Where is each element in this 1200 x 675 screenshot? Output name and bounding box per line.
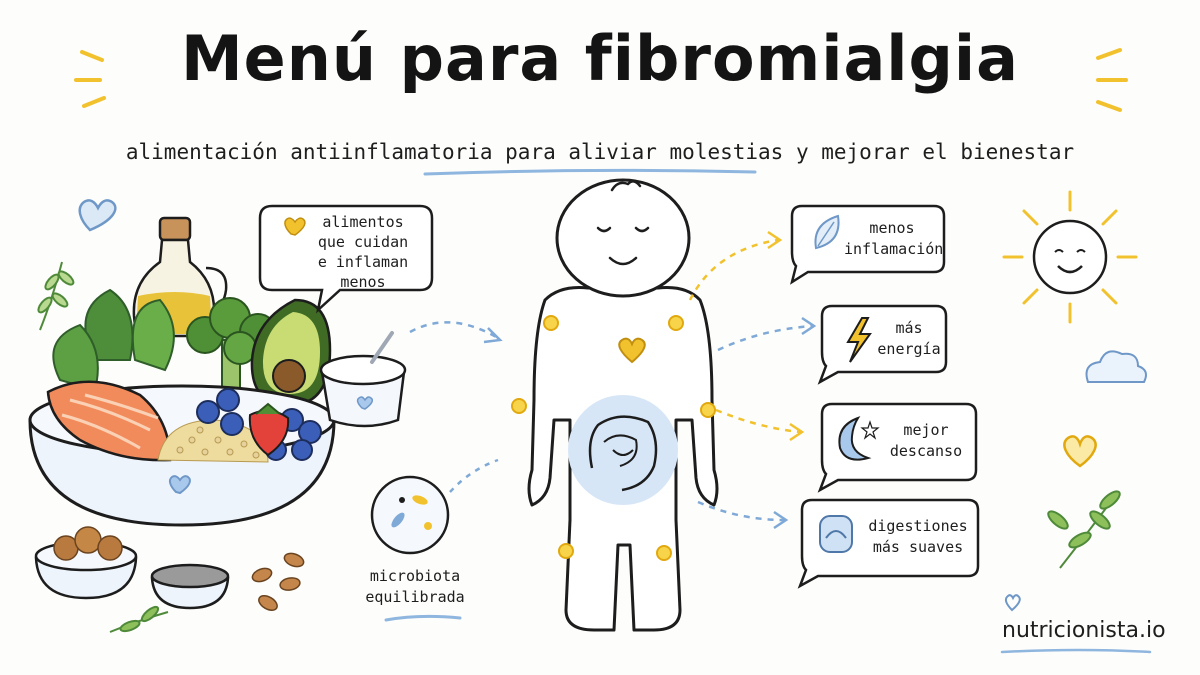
microbiota-line: microbiota: [369, 567, 461, 585]
benefit-line: más: [895, 319, 923, 337]
face-calm: [596, 180, 650, 266]
food-bubble-line: que cuidan: [317, 233, 409, 251]
arrow-food-to-body: [409, 321, 499, 340]
joint-knee-left: [558, 543, 574, 559]
walnut-bowl: [34, 526, 138, 600]
joint-elbow-left: [511, 398, 527, 414]
brand-logo[interactable]: nutricionista.io: [1002, 618, 1166, 643]
benefit-arrowheads: [767, 230, 817, 530]
benefit-line: inflamación: [844, 240, 944, 258]
microbiota-label: microbiota equilibrada: [360, 566, 470, 608]
joint-knee-right: [656, 545, 672, 561]
brand-underline: [1000, 648, 1152, 654]
brand-heart-icon: [1004, 594, 1021, 612]
page-title: Menú para fibromialgia: [180, 22, 1020, 95]
arrow-microbiota-to-gut: [449, 458, 499, 493]
yogurt-cup: [319, 331, 407, 428]
sparkle-left-icon: [74, 50, 106, 108]
chest-heart-icon: [618, 337, 646, 364]
food-bubble-text: alimentos que cuidan e inflaman menos: [298, 212, 428, 292]
leaf-icon: [814, 214, 840, 250]
food-bubble-line: e inflaman menos: [317, 253, 409, 291]
microbiota-underline: [384, 614, 462, 622]
sparkle-right-icon: [1096, 48, 1128, 112]
joint-elbow-right: [700, 402, 716, 418]
avocado: [250, 298, 332, 407]
sprig-left-icon: [37, 261, 75, 331]
joint-highlights: [511, 315, 716, 561]
bowl-heart-icon: [168, 475, 191, 495]
joint-shoulder-left: [543, 315, 559, 331]
spinach-leaves: [52, 288, 175, 392]
subtitle-underline: [423, 168, 757, 176]
cloud-icon: [1085, 350, 1147, 383]
almonds: [251, 552, 305, 611]
lightning-icon: [846, 317, 872, 363]
benefit-line: más suaves: [872, 538, 964, 556]
microbiota-circle: [370, 475, 450, 555]
intestine-icon: [568, 395, 678, 505]
page-subtitle: alimentación antiinflamatoria para alivi…: [125, 140, 1075, 164]
sprig-right-icon: [1047, 490, 1121, 569]
benefit-label-energy: más energía: [874, 318, 944, 360]
heart-right-icon: [1063, 435, 1097, 468]
benefit-bubble-2: [817, 304, 948, 385]
food-speech-bubble: [258, 204, 434, 314]
sun-icon: [1002, 190, 1138, 324]
intestine-small-icon: [819, 515, 853, 553]
food-bubble-line: alimentos: [322, 213, 404, 231]
heart-outline-icon: [78, 199, 117, 232]
benefit-line: menos: [869, 219, 915, 237]
benefit-line: energía: [877, 340, 941, 358]
benefit-label-inflammation: menos inflamación: [844, 218, 944, 260]
moon-star-icon: [838, 416, 880, 461]
sprig-bottom-icon: [109, 605, 169, 633]
joint-shoulder-right: [668, 315, 684, 331]
bubble-heart-icon: [284, 217, 306, 236]
benefit-line: mejor: [903, 421, 949, 439]
benefit-label-rest: mejor descanso: [880, 420, 972, 462]
benefit-arrows: [688, 238, 813, 522]
chia-seed-bowl: [150, 563, 230, 610]
benefit-line: digestiones: [868, 517, 968, 535]
benefit-bubble-3: [817, 402, 978, 493]
benefit-line: descanso: [889, 442, 963, 460]
benefit-label-digestion: digestiones más suaves: [862, 516, 974, 558]
microbiota-line: equilibrada: [365, 588, 465, 606]
